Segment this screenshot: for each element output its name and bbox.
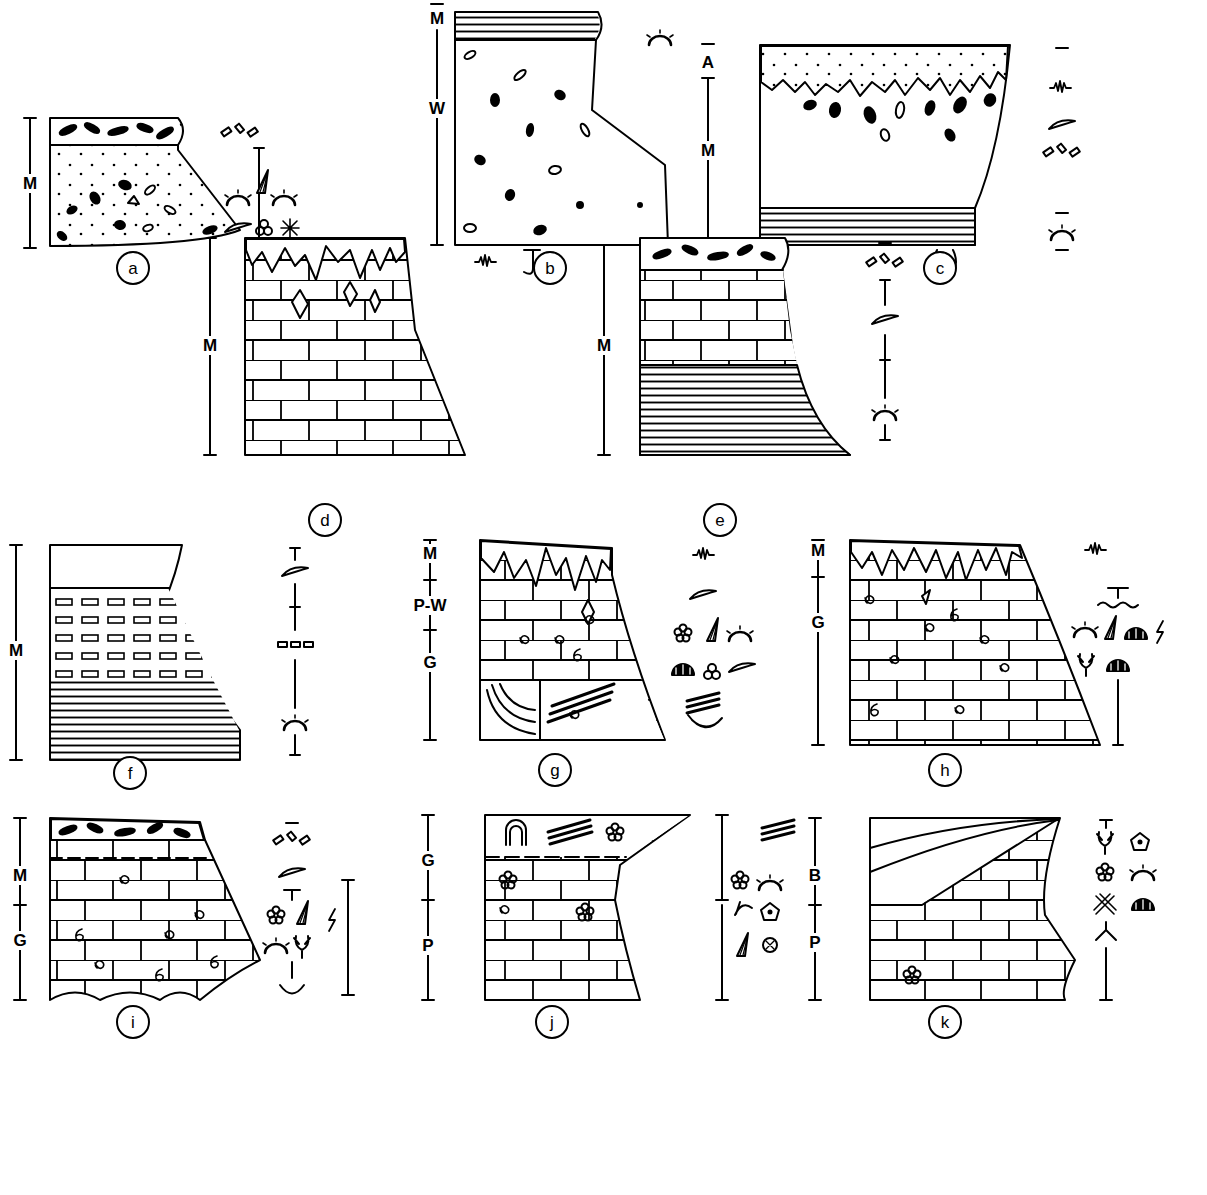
scale-letter: G: [421, 653, 438, 672]
scale-letter: M: [201, 336, 219, 355]
panel-letter: b: [545, 260, 554, 277]
panel-letter: g: [550, 762, 559, 779]
scale-letter: M: [699, 141, 717, 160]
scale-letter: M: [428, 9, 446, 28]
panel-letter: c: [936, 260, 945, 277]
panel-letter: e: [715, 512, 724, 529]
scale-letter: M: [595, 336, 613, 355]
panel-letter: j: [550, 1014, 554, 1031]
scale-letter: B: [807, 866, 823, 885]
panel-letter: i: [131, 1014, 135, 1031]
scale-letter: A: [700, 53, 716, 72]
panel-letter-circle: h: [928, 753, 962, 787]
scale-letter: M: [809, 541, 827, 560]
scale-letter: P: [420, 936, 435, 955]
scale-letter: M: [21, 174, 39, 193]
panel-letter-circle: i: [116, 1005, 150, 1039]
panel-letter-circle: b: [533, 251, 567, 285]
panel-letter-circle: d: [308, 503, 342, 537]
scale-letter: M: [7, 641, 25, 660]
scale-letter: P-W: [411, 596, 448, 615]
panel-letter-circle: e: [703, 503, 737, 537]
panel-letter-circle: f: [113, 756, 147, 790]
scale-letter: G: [419, 851, 436, 870]
scale-letter: G: [11, 931, 28, 950]
panel-letter: d: [320, 512, 329, 529]
panel-letter-circle: g: [538, 753, 572, 787]
panel-letter: a: [128, 260, 137, 277]
scale-letter: W: [427, 99, 447, 118]
scale-letter: P: [807, 933, 822, 952]
panel-letter-circle: j: [535, 1005, 569, 1039]
scale-letter: G: [809, 613, 826, 632]
scale-letter: M: [11, 866, 29, 885]
panel-letter: h: [940, 762, 949, 779]
panel-letter: f: [128, 765, 133, 782]
panel-letter-circle: a: [116, 251, 150, 285]
panel-letter: k: [941, 1014, 950, 1031]
panel-letter-circle: k: [928, 1005, 962, 1039]
panel-letter-circle: c: [923, 251, 957, 285]
scale-letter: M: [421, 544, 439, 563]
